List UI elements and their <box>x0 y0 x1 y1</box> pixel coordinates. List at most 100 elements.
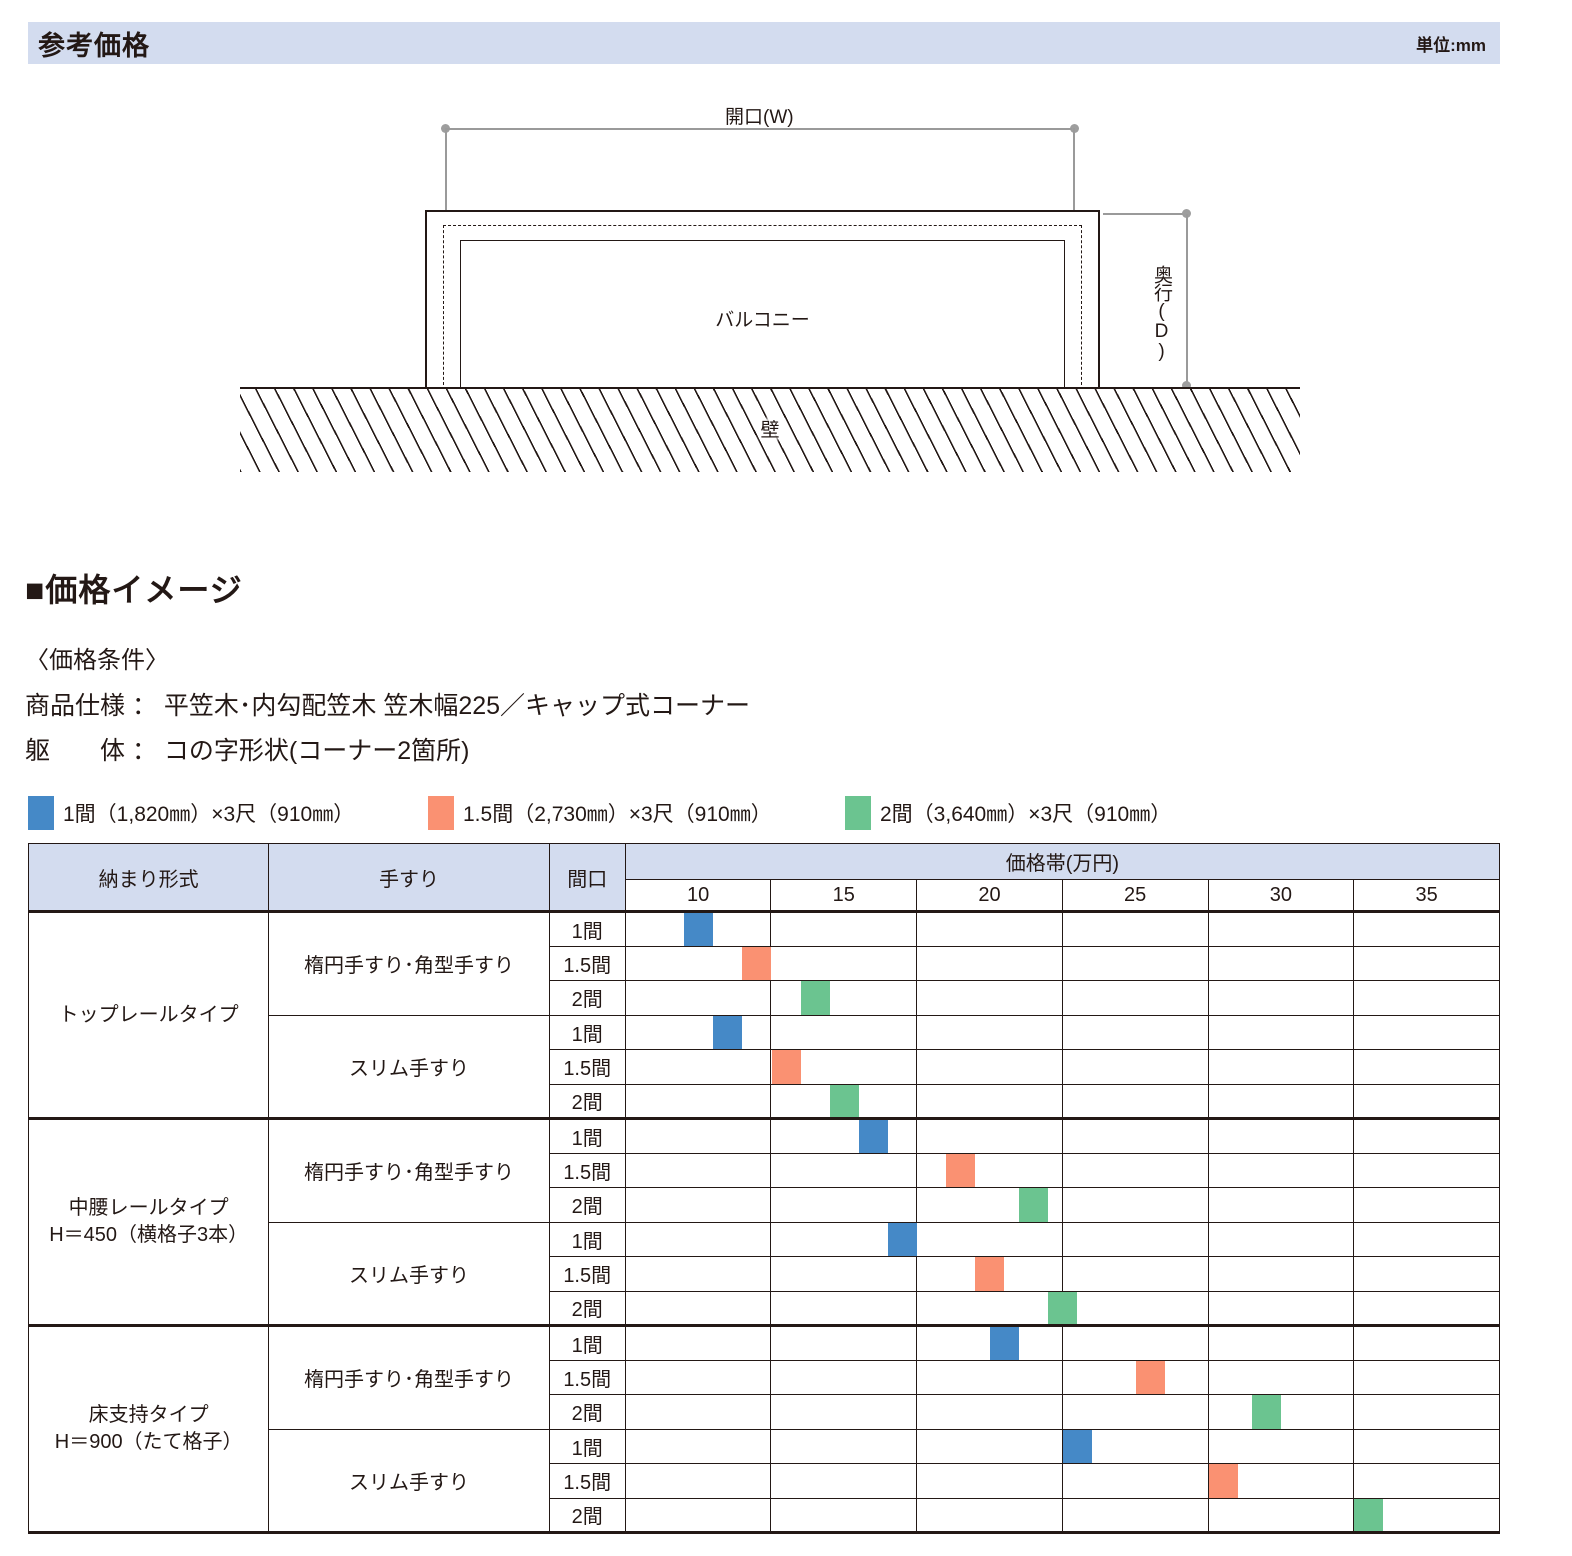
price-bar <box>800 981 830 1015</box>
span-cell: 2間 <box>548 1394 626 1430</box>
price-band-cell <box>624 1497 772 1533</box>
width-dim-line <box>446 128 1072 130</box>
price-band-cell <box>624 1463 772 1499</box>
legend-label-1: 1間（1,820㎜）×3尺（910㎜） <box>63 803 355 826</box>
price-bar <box>1252 1395 1282 1429</box>
price-band-cell <box>916 1256 1063 1292</box>
price-band-cell <box>1061 1014 1209 1050</box>
price-band-cell <box>1061 980 1209 1016</box>
span-cell: 1間 <box>548 911 626 947</box>
band-tick-10: 10 <box>624 879 772 912</box>
price-band-cell <box>1061 1394 1209 1430</box>
table-row: 2間 <box>29 980 1500 1016</box>
span-cell: 1.5間 <box>548 1256 626 1292</box>
price-band-cell <box>916 1359 1063 1395</box>
span-cell: 1.5間 <box>548 1359 626 1395</box>
price-bar <box>1062 1429 1092 1463</box>
legend-item-2: 1.5間（2,730㎜）×3尺（910㎜） <box>428 795 772 831</box>
price-band-cell <box>624 1428 772 1464</box>
price-band-cell <box>624 1325 772 1361</box>
span-cell: 1.5間 <box>548 945 626 981</box>
price-band-cell <box>1061 911 1209 947</box>
price-band-cell <box>624 1118 772 1154</box>
price-band-cell <box>1353 980 1500 1016</box>
price-band-cell <box>1207 1497 1355 1533</box>
price-band-cell <box>770 945 918 981</box>
price-band-cell <box>770 980 918 1016</box>
price-bar <box>771 1050 801 1084</box>
span-cell: 2間 <box>548 980 626 1016</box>
span-cell: 1.5間 <box>548 1152 626 1188</box>
rail-cell: スリム手すり <box>268 1014 550 1119</box>
price-band-cell <box>624 1256 772 1292</box>
price-bar <box>887 1222 917 1256</box>
price-band-cell <box>770 1463 918 1499</box>
price-bar <box>684 913 714 946</box>
legend-item-3: 2間（3,640㎜）×3尺（910㎜） <box>845 795 1171 831</box>
price-band-cell <box>1207 1221 1355 1257</box>
price-condition-heading: 〈価格条件〉 <box>25 647 169 674</box>
price-band-cell <box>1207 945 1355 981</box>
price-band-cell <box>1061 1049 1209 1085</box>
price-band-cell <box>1048 1290 1209 1326</box>
price-bar <box>1135 1360 1165 1394</box>
price-band-cell <box>1207 1359 1355 1395</box>
balcony-mid-outline <box>443 225 1082 390</box>
price-band-cell <box>1353 1290 1500 1326</box>
rail-cell: 楕円手すり･角型手すり <box>268 1118 550 1223</box>
price-band-cell <box>624 1014 772 1050</box>
price-band-cell <box>1353 1187 1500 1223</box>
table-row: 2間 <box>28 1497 1500 1533</box>
span-cell: 1間 <box>548 1325 626 1361</box>
price-band-cell <box>624 1083 772 1119</box>
span-cell: 2間 <box>548 1497 626 1533</box>
price-band-cell <box>1061 1152 1209 1188</box>
price-band-cell <box>1207 1118 1355 1154</box>
table-row: 1.5間 <box>29 1359 1500 1395</box>
price-band-cell <box>916 1290 1063 1326</box>
span-cell: 1.5間 <box>548 1049 626 1085</box>
price-bar <box>742 946 772 980</box>
price-band-cell <box>1353 1428 1500 1464</box>
band-tick-35: 35 <box>1353 879 1500 912</box>
price-band-cell <box>624 1394 772 1430</box>
price-band-cell <box>1353 1083 1500 1119</box>
price-range-table: 納まり形式 手すり 間口 価格帯(万円) 10 15 20 25 30 35 ト… <box>27 843 1501 1534</box>
table-row: 1.5間 <box>29 1049 1500 1085</box>
band-tick-30: 30 <box>1207 879 1355 912</box>
price-band-cell <box>770 1187 918 1223</box>
price-band-cell <box>770 1497 918 1533</box>
price-bar <box>829 1084 859 1117</box>
price-band-cell <box>916 1118 1063 1154</box>
price-band-cell <box>1207 1187 1355 1223</box>
size-legend: 1間（1,820㎜）×3尺（910㎜） 1.5間（2,730㎜）×3尺（910㎜… <box>28 795 1328 831</box>
price-band-cell <box>1207 1083 1355 1119</box>
price-band-cell <box>624 1359 772 1395</box>
price-band-cell <box>770 1359 918 1395</box>
price-band-cell <box>916 1325 1063 1361</box>
price-band-cell <box>1207 1290 1355 1326</box>
price-band-cell <box>916 1187 1063 1223</box>
header-span: 間口 <box>548 843 626 912</box>
header-type: 納まり形式 <box>27 843 270 912</box>
table-row: 2間 <box>29 1290 1500 1326</box>
price-bar <box>975 1257 1005 1291</box>
price-band-cell <box>1353 1325 1500 1361</box>
price-band-cell <box>624 1221 772 1257</box>
type-label: トップレールタイプ <box>58 1003 239 1026</box>
band-tick-25: 25 <box>1061 879 1209 912</box>
price-band-cell <box>770 1325 918 1361</box>
balcony-plan-diagram: 開口(W) バルコニー 奥行(D) 壁 <box>0 80 1572 500</box>
width-ext-line-right <box>1073 128 1075 210</box>
price-band-cell <box>916 980 1063 1016</box>
price-band-cell <box>916 1083 1063 1119</box>
legend-swatch-icon-3 <box>845 796 871 830</box>
depth-dimension-label: 奥行(D) <box>1151 265 1172 361</box>
price-band-cell <box>1207 1256 1355 1292</box>
price-band-cell <box>1353 1256 1500 1292</box>
legend-label-2: 1.5間（2,730㎜）×3尺（910㎜） <box>463 803 772 826</box>
